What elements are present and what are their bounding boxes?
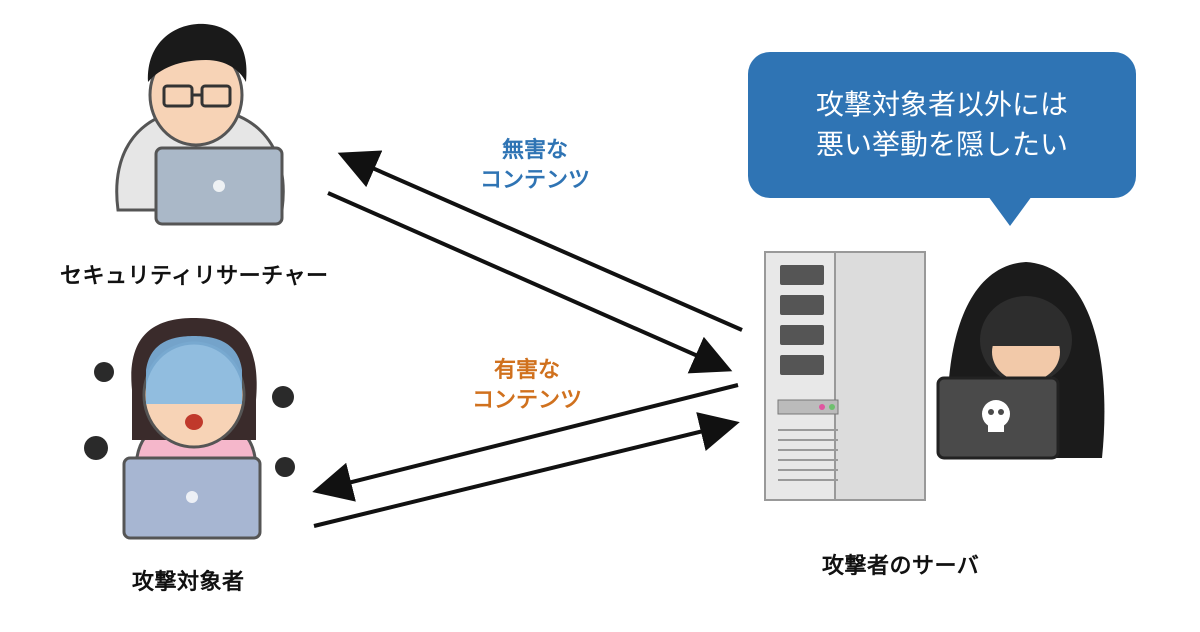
harmless-content-label: 無害な コンテンツ [460,136,610,196]
harmful-line1: 有害な [493,358,560,383]
server-illustration [764,251,926,501]
attacker-illustration [936,262,1105,460]
harmless-line2: コンテンツ [479,168,590,193]
speech-bubble-tail [988,196,1032,226]
target-label: 攻撃対象者 [132,570,245,595]
arrow-researcher-to-server [327,191,733,374]
arrow-target-to-server [313,412,740,528]
harmful-content-label: 有害な コンテンツ [452,356,602,416]
arrow-server-to-researcher [337,150,743,332]
harmless-line1: 無害な [501,138,568,163]
bubble-line2: 悪い挙動を隠したい [815,128,1068,161]
researcher-label: セキュリティリサーチャー [60,264,329,289]
server-label: 攻撃者のサーバ [822,554,980,579]
bubble-line1: 攻撃対象者以外には [815,88,1068,121]
arrows [312,150,743,528]
target-illustration [84,318,295,540]
speech-bubble: 攻撃対象者以外には 悪い挙動を隠したい [748,52,1136,198]
researcher-illustration [115,23,285,226]
harmful-line2: コンテンツ [471,388,582,413]
arrow-server-to-target [312,383,739,502]
